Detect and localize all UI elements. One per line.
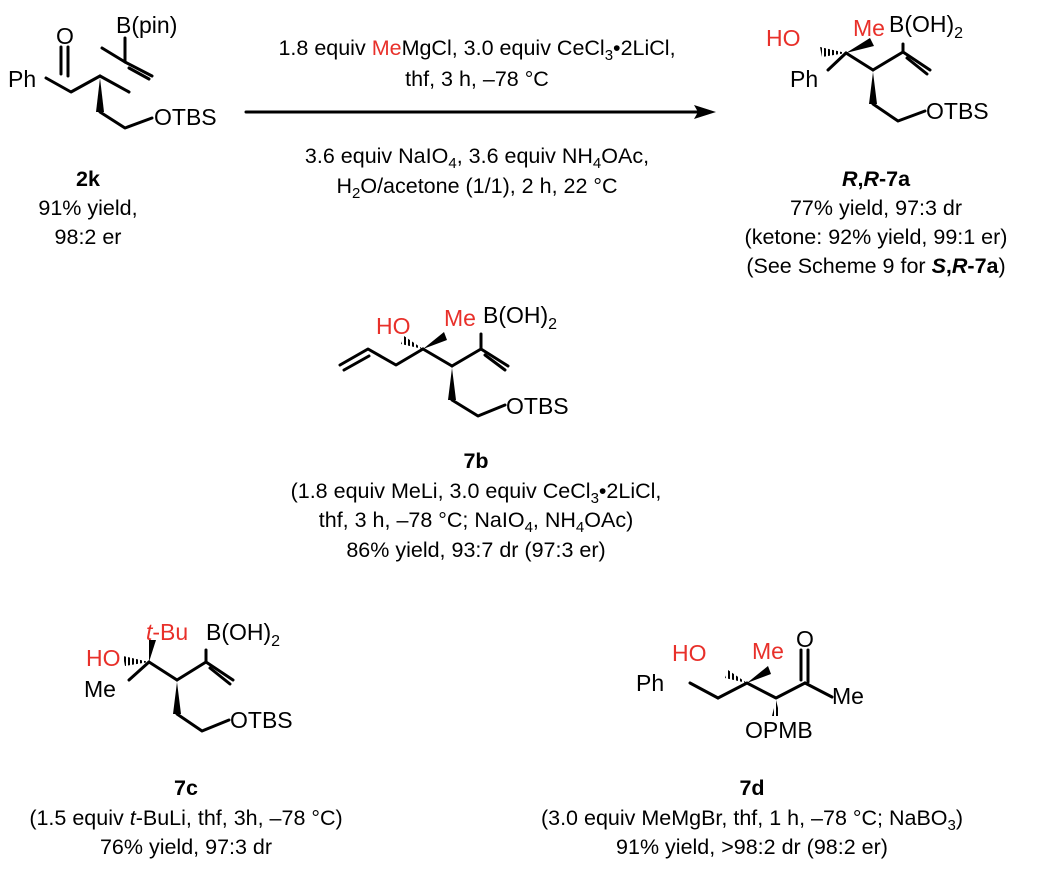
atom-ph: Ph bbox=[790, 66, 818, 92]
reagents-top-line1: 1.8 equiv MeMgCl, 3.0 equiv CeCl3•2LiCl, bbox=[278, 36, 675, 64]
atom-otbs: OTBS bbox=[154, 104, 217, 130]
conditions-line1: (1.5 equiv t-BuLi, thf, 3h, –78 °C) bbox=[29, 806, 342, 830]
atom-boronic-acid: B(OH)2 bbox=[889, 11, 963, 42]
compound-7b-caption: 7b (1.8 equiv MeLi, 3.0 equiv CeCl3•2LiC… bbox=[291, 449, 662, 562]
atom-ho: HO bbox=[376, 313, 411, 339]
compound-7c-structure: HO t-Bu B(OH)2 Me OTBS bbox=[84, 619, 293, 733]
atom-boronic-acid: B(OH)2 bbox=[206, 619, 280, 650]
yield-text: 76% yield, 97:3 dr bbox=[100, 835, 272, 859]
wedge-bond bbox=[149, 640, 156, 662]
atom-ph: Ph bbox=[8, 66, 36, 92]
conditions-line1: (1.8 equiv MeLi, 3.0 equiv CeCl3•2LiCl, bbox=[291, 479, 662, 507]
compound-7c-caption: 7c (1.5 equiv t-BuLi, thf, 3h, –78 °C) 7… bbox=[29, 776, 342, 859]
wedge-bond bbox=[448, 368, 456, 400]
reagents-top-line2: thf, 3 h, –78 °C bbox=[405, 67, 549, 91]
atom-ph: Ph bbox=[636, 670, 664, 696]
compound-2k-caption: 2k 91% yield, 98:2 er bbox=[38, 167, 137, 249]
atom-otbs: OTBS bbox=[230, 707, 293, 733]
compound-id: 2k bbox=[76, 167, 100, 191]
atom-me-ketone: Me bbox=[832, 683, 864, 709]
compound-id: 7c bbox=[174, 776, 198, 800]
compound-id: 7d bbox=[739, 776, 764, 800]
compound-7a-caption: R,R-7a 77% yield, 97:3 dr (ketone: 92% y… bbox=[745, 167, 1008, 278]
hashed-bond bbox=[772, 700, 780, 716]
wedge-bond bbox=[846, 38, 874, 53]
atom-me: Me bbox=[853, 15, 885, 41]
yield-text: 91% yield, >98:2 dr (98:2 er) bbox=[616, 835, 888, 859]
wedge-bond bbox=[869, 72, 877, 104]
hashed-bond bbox=[725, 670, 747, 683]
er-text: 98:2 er bbox=[55, 225, 122, 249]
reaction-arrow bbox=[244, 105, 716, 119]
reagents-bottom: 3.6 equiv NaIO4, 3.6 equiv NH4OAc, H2O/a… bbox=[305, 144, 649, 202]
hashed-bond bbox=[820, 47, 846, 57]
compound-7d-caption: 7d (3.0 equiv MeMgBr, thf, 1 h, –78 °C; … bbox=[541, 776, 963, 859]
compound-7d-structure: HO Me O Ph Me OPMB bbox=[636, 626, 864, 743]
compound-2k-structure: O Ph B(pin) OTBS bbox=[8, 12, 217, 130]
atom-o: O bbox=[796, 626, 814, 652]
atom-otbs: OTBS bbox=[506, 393, 569, 419]
see-scheme-text: (See Scheme 9 for S,R-7a) bbox=[746, 254, 1005, 278]
atom-ho: HO bbox=[672, 640, 707, 666]
hashed-bond bbox=[401, 336, 423, 349]
atom-tbu: t-Bu bbox=[146, 619, 188, 645]
hashed-bond bbox=[123, 656, 149, 666]
atom-me: Me bbox=[444, 305, 476, 331]
reagents-bottom-line2: H2O/acetone (1/1), 2 h, 22 °C bbox=[336, 174, 617, 202]
atom-otbs: OTBS bbox=[926, 98, 989, 124]
atom-boronic-acid: B(OH)2 bbox=[483, 302, 557, 333]
atom-ho: HO bbox=[766, 25, 801, 51]
wedge-bond bbox=[173, 682, 181, 714]
conditions-line2: thf, 3 h, –78 °C; NaIO4, NH4OAc) bbox=[319, 508, 633, 536]
atom-me: Me bbox=[752, 638, 784, 664]
reagents-top: 1.8 equiv MeMgCl, 3.0 equiv CeCl3•2LiCl,… bbox=[278, 36, 675, 91]
compound-7a-structure: HO Me B(OH)2 Ph OTBS bbox=[766, 11, 989, 124]
atom-opmb: OPMB bbox=[745, 717, 813, 743]
compound-id: R,R-7a bbox=[842, 167, 911, 191]
conditions-line1: (3.0 equiv MeMgBr, thf, 1 h, –78 °C; NaB… bbox=[541, 806, 963, 834]
yield-text: 77% yield, 97:3 dr bbox=[790, 196, 962, 220]
atom-me: Me bbox=[84, 676, 116, 702]
atom-bpin: B(pin) bbox=[116, 12, 177, 38]
yield-text: 86% yield, 93:7 dr (97:3 er) bbox=[346, 538, 605, 562]
ketone-text: (ketone: 92% yield, 99:1 er) bbox=[745, 225, 1008, 249]
atom-o: O bbox=[56, 23, 74, 49]
wedge-bond bbox=[423, 332, 447, 349]
wedge-bond bbox=[747, 666, 771, 683]
reagents-bottom-line1: 3.6 equiv NaIO4, 3.6 equiv NH4OAc, bbox=[305, 144, 649, 172]
wedge-bond bbox=[96, 78, 104, 112]
compound-id: 7b bbox=[463, 449, 488, 473]
yield-text: 91% yield, bbox=[38, 196, 137, 220]
atom-ho: HO bbox=[86, 645, 121, 671]
compound-7b-structure: HO Me B(OH)2 OTBS bbox=[338, 302, 569, 419]
